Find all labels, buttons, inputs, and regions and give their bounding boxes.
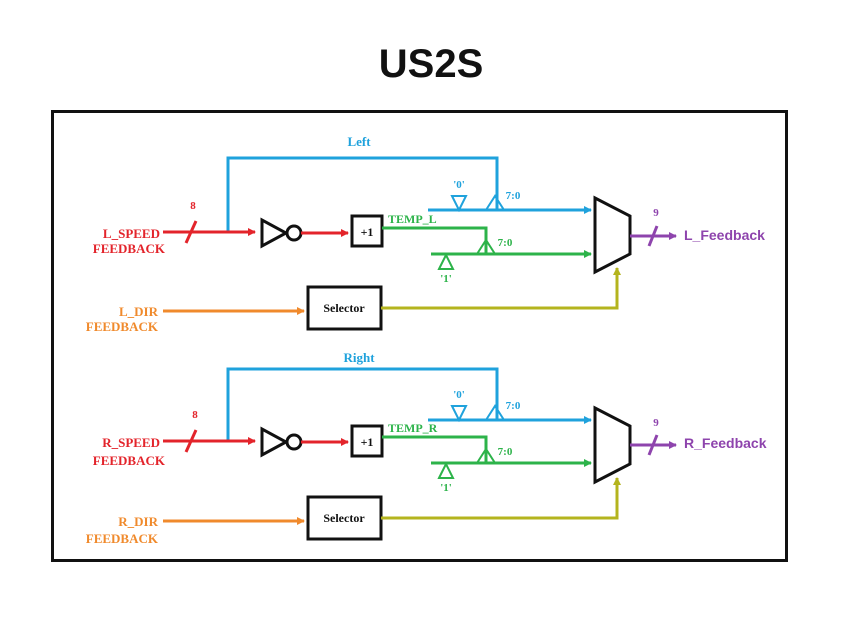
right-mux (593, 405, 632, 485)
left-speed-label-2: FEEDBACK (93, 241, 166, 256)
left-dir-label-2: FEEDBACK (86, 319, 159, 334)
left-channel: Left '0' 7:0 8 L_SPEED FEEDBACK +1 TEMP_… (86, 134, 765, 334)
left-selector-label: Selector (323, 301, 365, 315)
right-slice-top-triangle (484, 404, 506, 421)
right-inverter (260, 426, 290, 458)
left-width-slash (184, 220, 198, 244)
left-blue-bus (226, 156, 591, 232)
right-dir-label-2: FEEDBACK (86, 531, 159, 546)
right-width-slash (184, 429, 198, 453)
right-temp-label: TEMP_R (388, 421, 438, 435)
diagram-frame (51, 110, 788, 562)
left-slice-top-label: 7:0 (506, 190, 521, 202)
right-const0-label: '0' (453, 389, 465, 401)
left-const0-label: '0' (453, 179, 465, 191)
right-blue-bus (226, 367, 591, 441)
right-speed-label-2: FEEDBACK (93, 453, 166, 468)
right-inverter-bubble (285, 433, 303, 451)
right-adder-label: +1 (361, 435, 374, 449)
right-width-label: 8 (192, 409, 198, 421)
right-channel: Right '0' 7:0 8 R_SPEED FEEDBACK +1 TEMP… (86, 350, 767, 546)
right-const0-triangle (450, 405, 468, 423)
left-mux (593, 195, 632, 275)
left-adder-label: +1 (361, 225, 374, 239)
left-slice-top-triangle (484, 194, 506, 211)
right-slice-bottom-triangle (475, 447, 497, 464)
left-select-wire (381, 267, 621, 310)
left-out-width-slash (647, 225, 659, 247)
right-const1-triangle (437, 461, 455, 479)
left-adder-box (350, 214, 384, 248)
left-const0-triangle (450, 195, 468, 213)
page-title: US2S (378, 42, 484, 86)
left-const1-triangle (437, 252, 455, 270)
left-temp-wire (382, 226, 591, 254)
right-dir-label: R_DIR (118, 514, 158, 529)
right-const1-label: '1' (440, 482, 452, 494)
right-output-label: R_Feedback (684, 435, 767, 451)
right-out-width-label: 9 (653, 417, 659, 429)
left-speed-label: L_SPEED (103, 226, 160, 241)
right-temp-wire (382, 435, 591, 463)
right-select-wire (381, 477, 621, 520)
left-output-label: L_Feedback (684, 227, 765, 243)
left-width-label: 8 (190, 200, 196, 212)
left-temp-label: TEMP_L (388, 212, 437, 226)
left-inverter (260, 217, 290, 249)
left-dir-label: L_DIR (119, 304, 159, 319)
right-speed-label: R_SPEED (102, 435, 160, 450)
right-slice-bottom-label: 7:0 (498, 446, 513, 458)
left-slice-bottom-label: 7:0 (498, 237, 513, 249)
left-slice-bottom-triangle (475, 238, 497, 255)
left-inverter-bubble (285, 224, 303, 242)
right-slice-top-label: 7:0 (506, 400, 521, 412)
right-out-width-slash (647, 434, 659, 456)
right-adder-box (350, 424, 384, 458)
left-const1-label: '1' (440, 273, 452, 285)
right-selector-label: Selector (323, 511, 365, 525)
right-bus-label: Right (343, 350, 375, 365)
left-out-width-label: 9 (653, 207, 659, 219)
left-bus-label: Left (347, 134, 371, 149)
